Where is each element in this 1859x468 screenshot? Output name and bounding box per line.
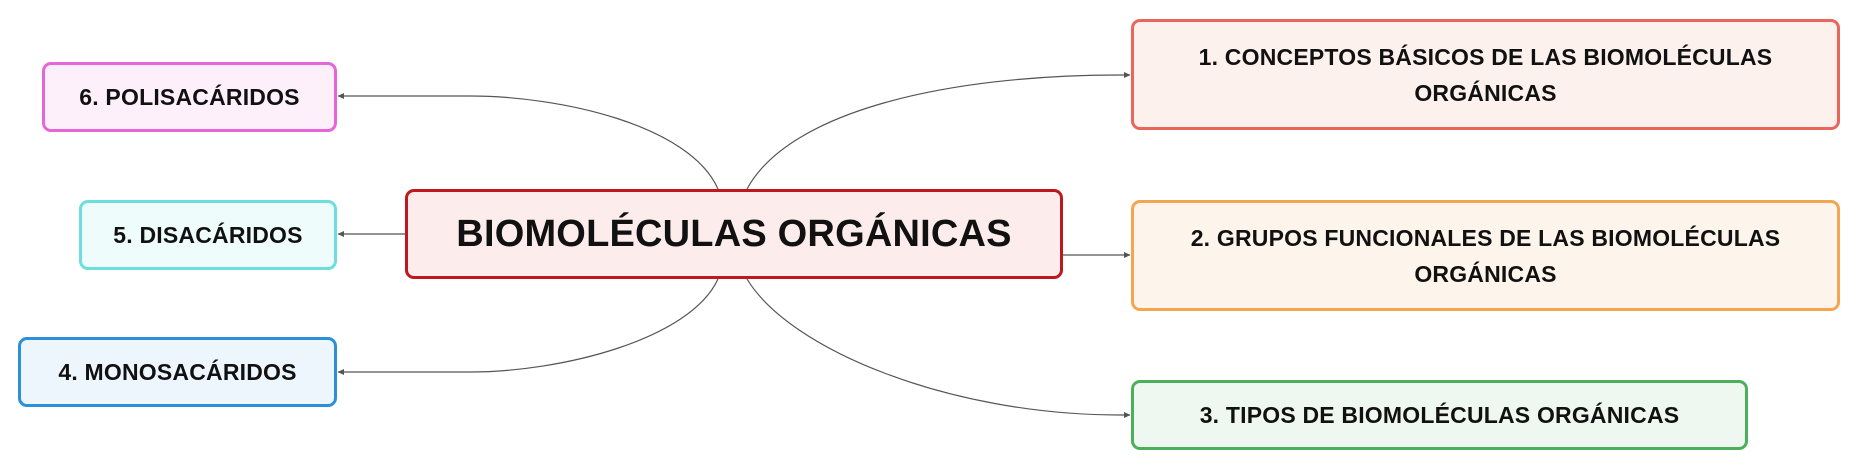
connector-to-topic-1 bbox=[746, 72, 1131, 190]
topic-1-label: 1. CONCEPTOS BÁSICOS DE LAS BIOMOLÉCULAS… bbox=[1198, 43, 1773, 106]
topic-6-label: 6. POLISACÁRIDOS bbox=[79, 83, 300, 110]
topic-4-node[interactable]: 4. MONOSACÁRIDOS bbox=[18, 337, 337, 407]
connector-to-topic-6 bbox=[337, 93, 719, 190]
connector-to-topic-4 bbox=[337, 278, 719, 375]
topic-3-label: 3. TIPOS DE BIOMOLÉCULAS ORGÁNICAS bbox=[1199, 401, 1680, 428]
topic-1-node[interactable]: 1. CONCEPTOS BÁSICOS DE LAS BIOMOLÉCULAS… bbox=[1131, 19, 1840, 130]
connector-to-topic-3 bbox=[746, 278, 1131, 418]
topic-6-node[interactable]: 6. POLISACÁRIDOS bbox=[42, 62, 337, 132]
central-topic[interactable]: BIOMOLÉCULAS ORGÁNICAS bbox=[405, 189, 1063, 279]
topic-4-label: 4. MONOSACÁRIDOS bbox=[58, 358, 297, 385]
topic-2-label: 2. GRUPOS FUNCIONALES DE LAS BIOMOLÉCULA… bbox=[1190, 224, 1781, 287]
central-topic-label: BIOMOLÉCULAS ORGÁNICAS bbox=[456, 212, 1012, 255]
topic-3-node[interactable]: 3. TIPOS DE BIOMOLÉCULAS ORGÁNICAS bbox=[1131, 380, 1748, 450]
topic-5-node[interactable]: 5. DISACÁRIDOS bbox=[79, 200, 337, 270]
topic-2-node[interactable]: 2. GRUPOS FUNCIONALES DE LAS BIOMOLÉCULA… bbox=[1131, 200, 1840, 311]
topic-5-label: 5. DISACÁRIDOS bbox=[113, 221, 303, 248]
